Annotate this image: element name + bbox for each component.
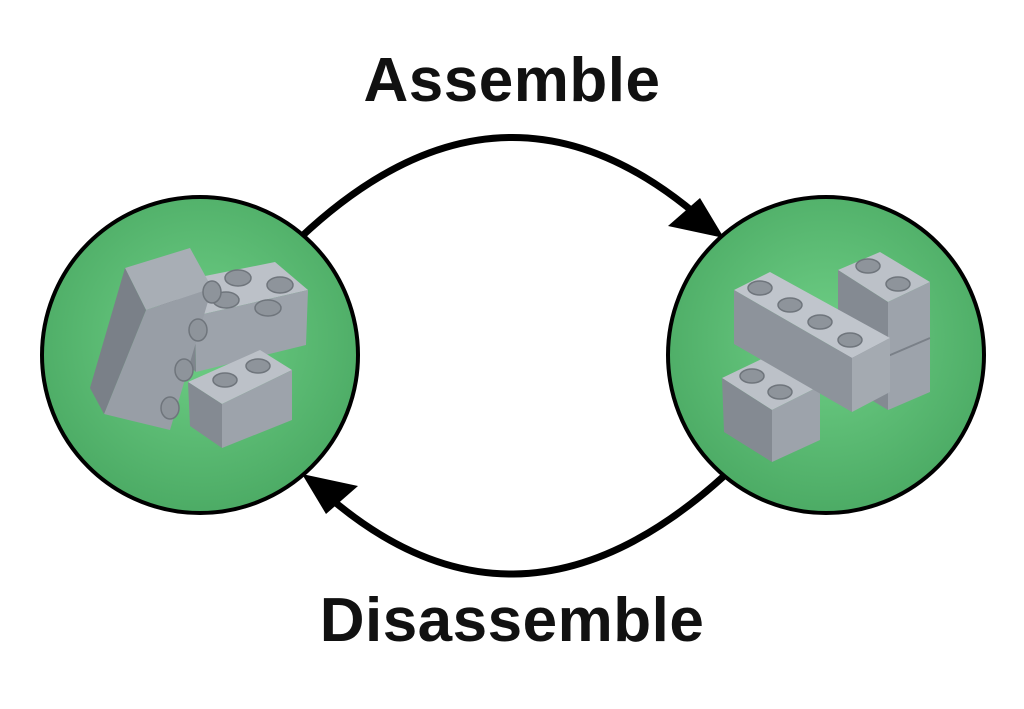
assemble-arrowhead-icon — [668, 198, 724, 238]
assembled-bricks-node — [666, 195, 986, 515]
disassemble-label: Disassemble — [319, 586, 705, 655]
assembled-bricks-icon — [722, 252, 931, 462]
assemble-arrow — [296, 134, 720, 242]
disassemble-arrow — [306, 472, 728, 578]
loose-bricks-icon — [90, 248, 308, 448]
disassemble-arrowhead-icon — [302, 474, 358, 514]
loose-bricks-node — [40, 195, 360, 515]
assemble-label: Assemble — [363, 46, 661, 115]
